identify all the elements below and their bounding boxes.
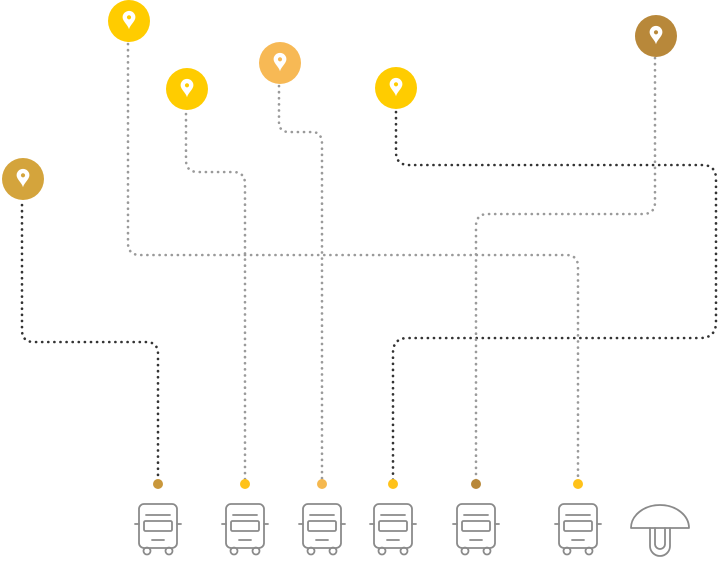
location-pin-icon[interactable]: [166, 68, 208, 110]
route-end-dot: [153, 479, 163, 489]
route-pin-2-to-truck-6: [126, 42, 580, 484]
route-pin-6-to-truck-5: [474, 56, 657, 484]
route-end-dot: [317, 479, 327, 489]
location-pin-icon[interactable]: [2, 158, 44, 200]
location-pin-icon[interactable]: [108, 0, 150, 42]
truck-front-icon[interactable]: [554, 503, 602, 556]
route-pin-5-to-truck-4: [391, 110, 718, 484]
truck-front-icon[interactable]: [298, 503, 346, 556]
route-pin-4-to-truck-3: [277, 84, 324, 484]
location-pin-icon[interactable]: [259, 42, 301, 84]
routes-layer: [20, 42, 718, 484]
location-pin-icon[interactable]: [635, 15, 677, 57]
truck-front-icon[interactable]: [221, 503, 269, 556]
route-end-dot: [471, 479, 481, 489]
route-pin-3-to-truck-2: [184, 112, 247, 484]
route-end-dots: [153, 479, 583, 489]
route-end-dot: [240, 479, 250, 489]
truck-front-icon[interactable]: [452, 503, 500, 556]
location-pin-icon[interactable]: [375, 67, 417, 109]
vehicles: [134, 503, 602, 556]
location-pins: [2, 0, 677, 200]
route-pin-1-to-truck-1: [20, 203, 160, 484]
hard-hat-helmet-icon[interactable]: [630, 504, 690, 557]
truck-front-icon[interactable]: [369, 503, 417, 556]
route-end-dot: [573, 479, 583, 489]
route-end-dot: [388, 479, 398, 489]
truck-front-icon[interactable]: [134, 503, 182, 556]
